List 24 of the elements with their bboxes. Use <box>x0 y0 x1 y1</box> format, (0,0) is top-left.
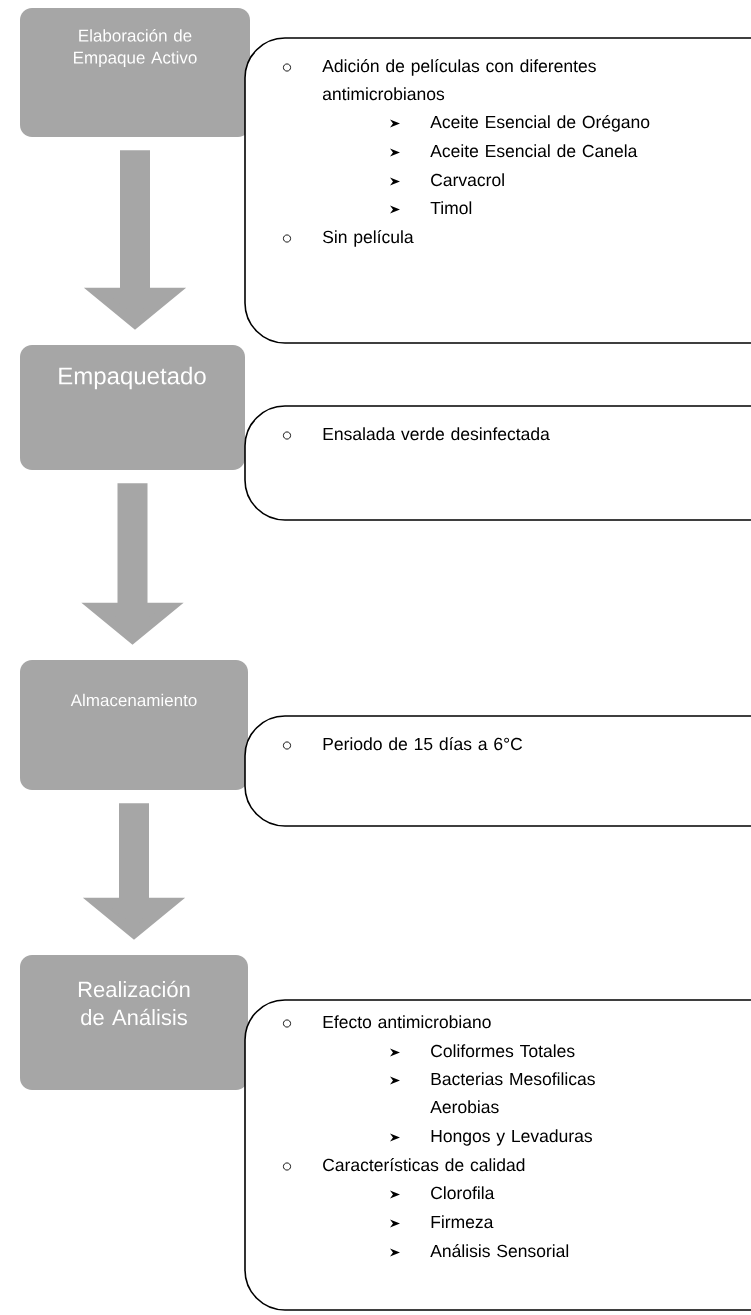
list-item: Ensalada verde desinfectada <box>323 427 550 441</box>
list-item: Características de calidad <box>323 1158 525 1172</box>
list-box <box>244 37 751 344</box>
list-item: Periodo de 15 días a 6°C <box>323 737 523 751</box>
list-item: Aceite Esencial de Canela <box>430 144 638 158</box>
step-box: Almacenamiento <box>20 660 248 790</box>
list-item: Carvacrol <box>431 173 504 187</box>
list-item: Sin película <box>323 230 414 247</box>
list-item: Firmeza <box>431 1215 494 1229</box>
list-item: Adición de películas con diferentes antimicrobianos <box>322 59 596 101</box>
list-item: Bacterias Mesofilicas Aerobias <box>430 1072 595 1114</box>
list-box <box>244 405 751 521</box>
list-item: Clorofila <box>431 1186 495 1200</box>
list-item: Efecto antimicrobiano <box>323 1015 491 1029</box>
list-box <box>244 715 751 827</box>
list-item: Análisis Sensorial <box>430 1244 569 1258</box>
list-item: Coliformes Totales <box>431 1044 575 1058</box>
list-item: Hongos y Levaduras <box>431 1129 592 1146</box>
list-item: Aceite Esencial de Orégano <box>430 115 650 132</box>
step-box: Empaquetado <box>20 345 245 470</box>
step-box: Realización de Análisis <box>20 955 248 1090</box>
list-box <box>244 999 751 1311</box>
step-box: Elaboración de Empaque Activo <box>20 8 250 137</box>
list-item: Timol <box>430 201 472 215</box>
